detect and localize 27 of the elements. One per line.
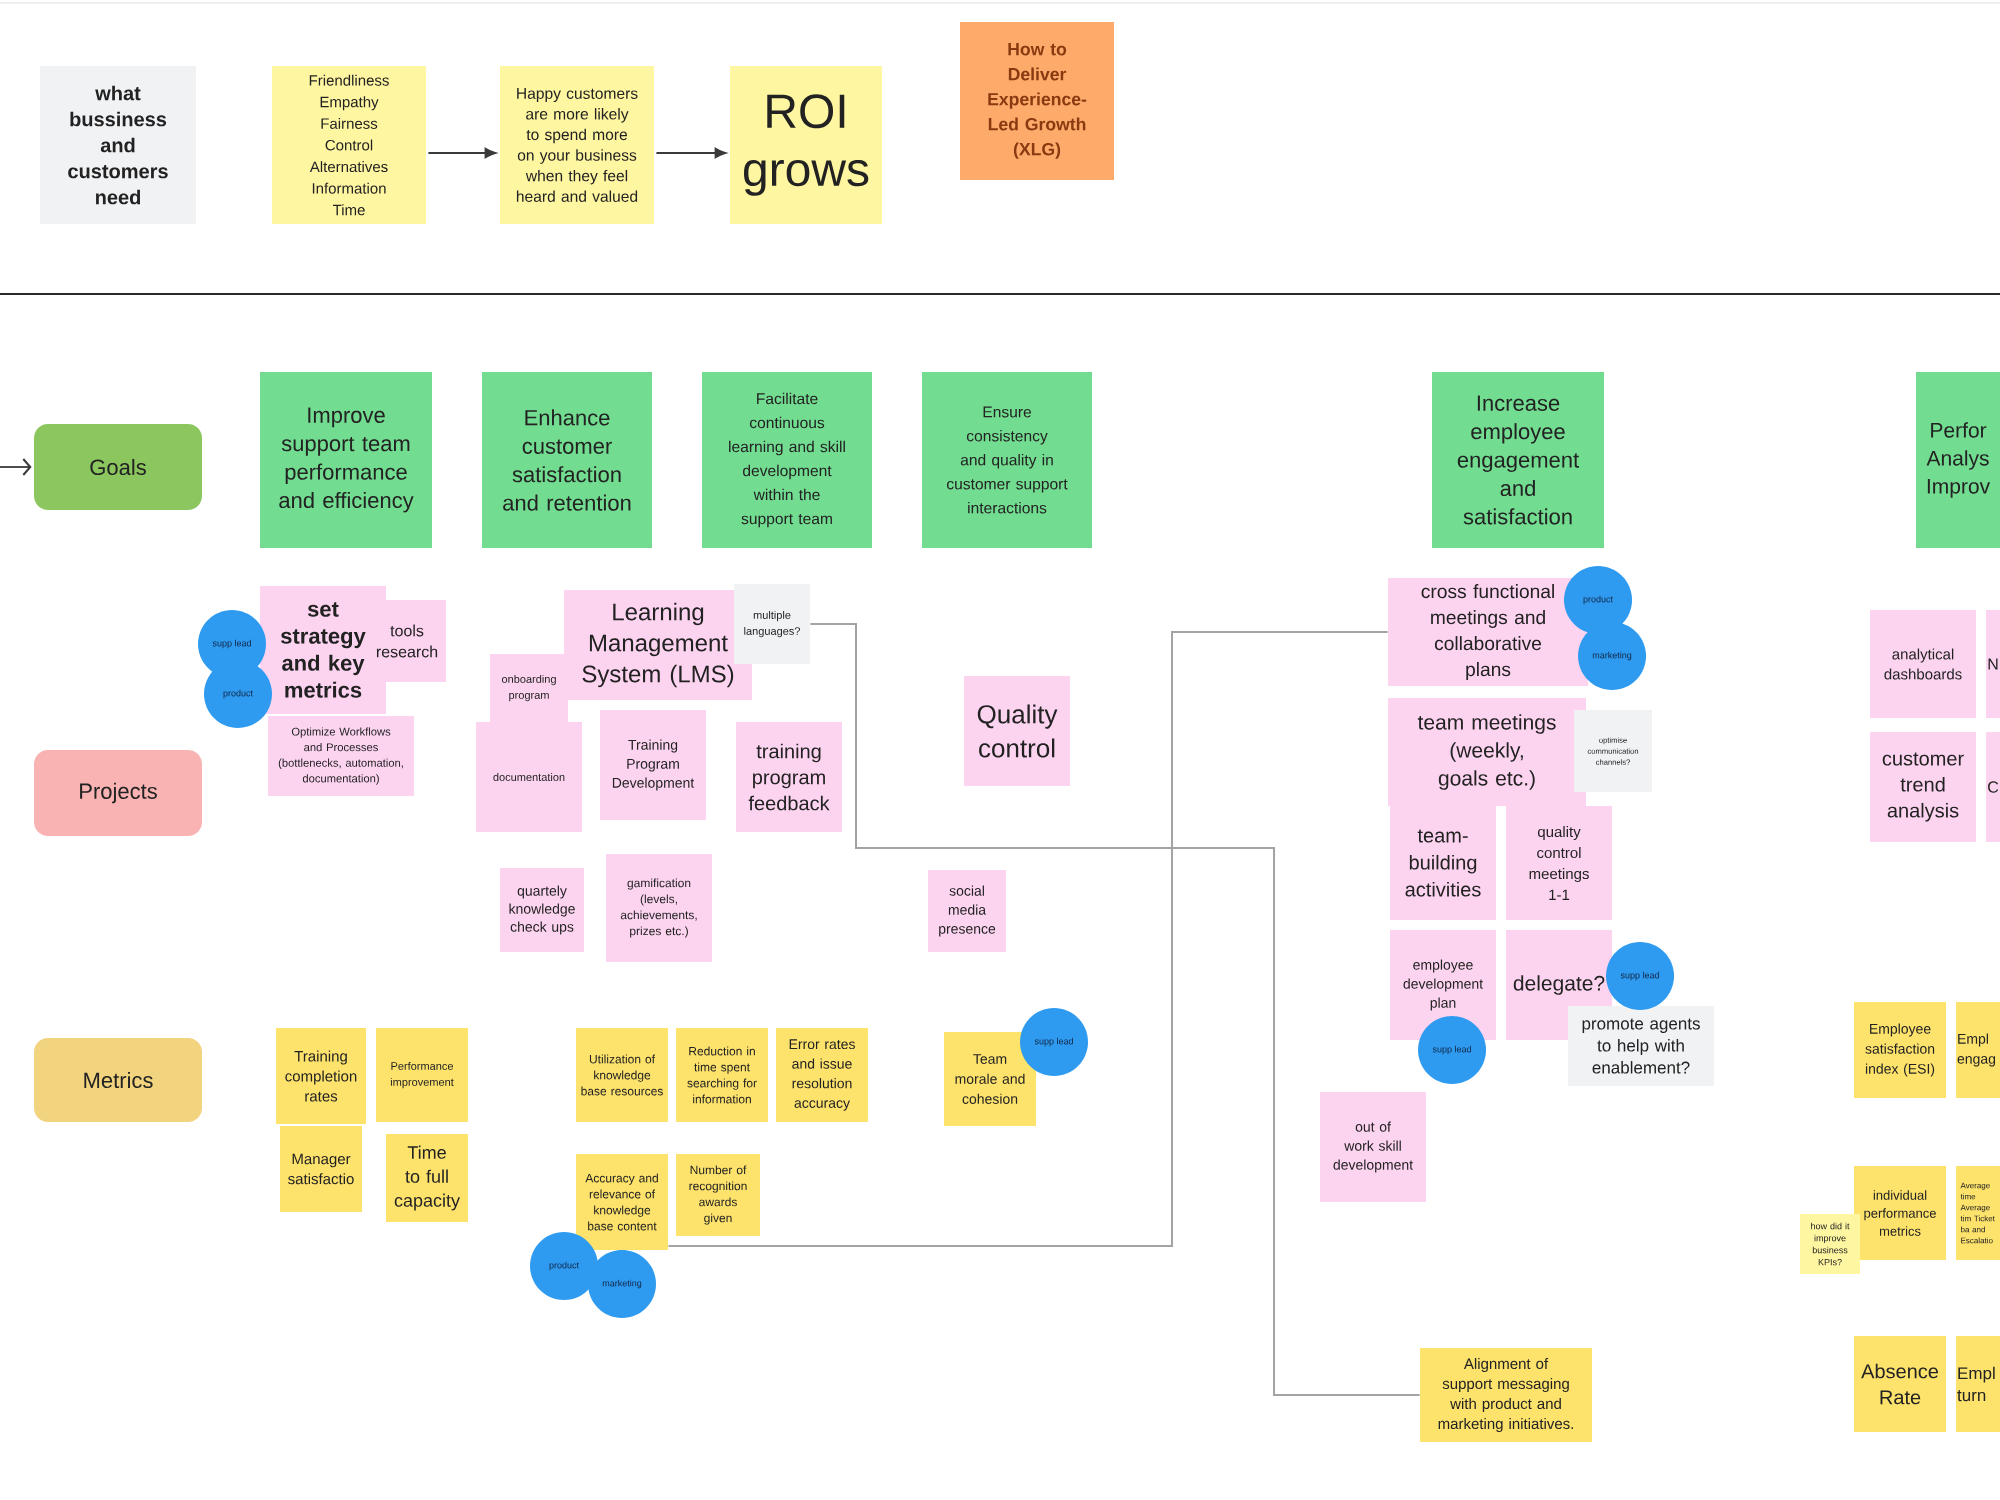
swimlane-label: Projects: [34, 750, 202, 836]
swimlane-label: Goals: [34, 424, 202, 510]
sticky-note: Empl turn: [1956, 1336, 2000, 1432]
sticky-note: customer trend analysis: [1870, 732, 1976, 842]
sticky-note: team meetings (weekly, goals etc.): [1388, 698, 1586, 806]
sticky-note: Quality control: [964, 676, 1070, 786]
swimlane-label: Metrics: [34, 1038, 202, 1122]
sticky-note: Perfor Analys Improv: [1916, 372, 2000, 548]
sticky-note: promote agents to help with enablement?: [1568, 1006, 1714, 1086]
connector-line: [667, 631, 1389, 1247]
sticky-note: Time to full capacity: [386, 1134, 468, 1222]
sticky-note: team-building activities: [1390, 806, 1496, 920]
sticky-note: N: [1986, 610, 2000, 718]
sticky-note: How to Deliver Experience-Led Growth (XLG): [960, 22, 1114, 180]
sticky-note: C: [1986, 732, 2000, 842]
sticky-note: Increase employee engagement and satisfaction: [1432, 372, 1605, 548]
sticky-note: Improve support team performance and efficiency: [260, 372, 432, 548]
arrow: [427, 147, 496, 159]
arrow: [0, 458, 32, 476]
sticky-note: training program feedback: [736, 722, 842, 832]
sticky-note: what bussiness and customers need: [40, 66, 196, 224]
sticky-note: tools research: [368, 600, 446, 682]
sticky-note: Absence Rate: [1854, 1336, 1947, 1432]
sticky-note: ROI grows: [730, 66, 882, 224]
connector-line: [809, 623, 1421, 1396]
arrow: [655, 147, 726, 159]
sticky-note: Enhance customer satisfaction and retention: [482, 372, 652, 548]
